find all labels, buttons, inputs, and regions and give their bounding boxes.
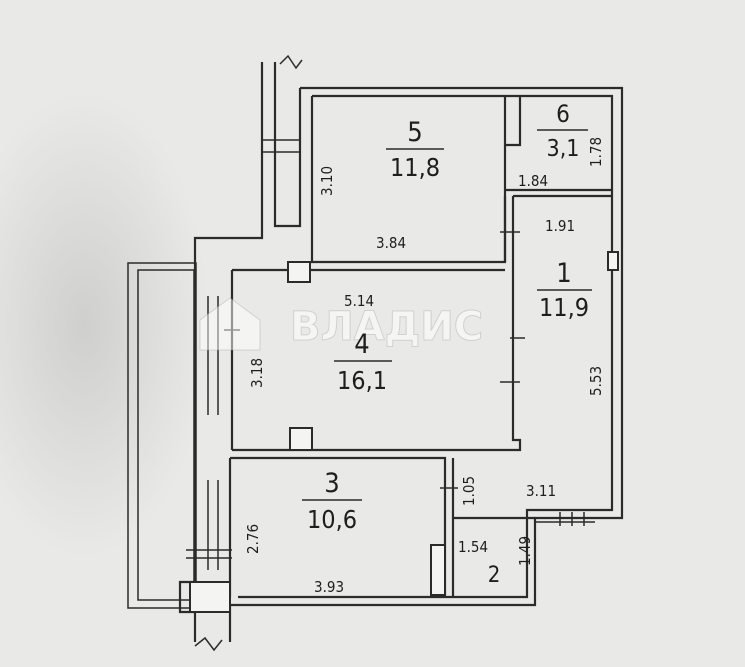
room-6-number: 6 (556, 100, 570, 128)
dim-room6-height: 1.78 (587, 137, 605, 167)
room-labels: 5 11,8 6 3,1 1 11,9 4 16,1 3 10,6 2 (307, 100, 589, 588)
dim-room5-height: 3.10 (318, 166, 336, 196)
room-5-area: 11,8 (390, 153, 440, 182)
interior-walls (228, 96, 612, 597)
dim-room6-width: 1.84 (518, 172, 548, 190)
dimension-labels: 3.10 3.84 1.78 1.84 1.91 5.53 3.11 5.14 … (244, 137, 605, 596)
dim-room2-width: 1.54 (458, 538, 488, 556)
dim-room5-width: 3.84 (376, 234, 406, 252)
room-2-number: 2 (488, 563, 501, 588)
outer-walls (127, 54, 624, 652)
photo-shadow (0, 90, 210, 560)
fixtures (186, 231, 619, 613)
watermark: ВЛАДИС (199, 297, 484, 351)
room-3-number: 3 (324, 468, 339, 499)
dim-room1-top-width: 1.91 (545, 217, 575, 235)
room-6-area: 3,1 (547, 136, 580, 162)
room-1-area: 11,9 (539, 293, 589, 322)
dim-room1-height: 5.53 (587, 366, 605, 396)
room-1-number: 1 (556, 258, 571, 289)
room-3-area: 10,6 (307, 505, 357, 534)
dim-room4-height: 3.18 (248, 358, 266, 388)
dim-corridor-gap: 1.05 (460, 476, 478, 506)
dim-room3-width: 3.93 (314, 578, 344, 596)
dim-room4-width: 5.14 (344, 292, 374, 310)
dim-room1-bottom-width: 3.11 (526, 482, 556, 500)
fraction-lines (302, 129, 592, 501)
watermark-house-icon (199, 297, 261, 351)
room-5-number: 5 (407, 117, 422, 148)
dim-room3-height: 2.76 (244, 524, 262, 554)
watermark-text: ВЛАДИС (290, 304, 483, 350)
room-4-number: 4 (354, 329, 369, 360)
dim-room2-height: 1.49 (516, 536, 534, 566)
room-4-area: 16,1 (337, 366, 387, 395)
